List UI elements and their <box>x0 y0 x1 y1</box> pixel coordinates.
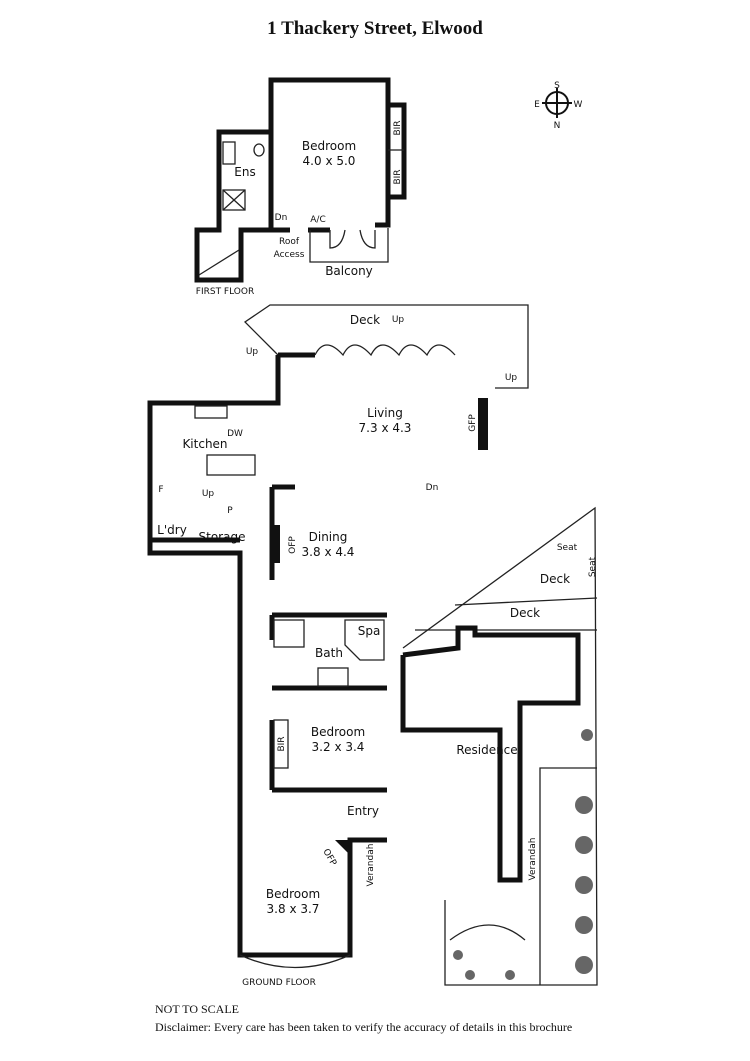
svg-text:S: S <box>554 81 560 91</box>
svg-text:GROUND FLOOR: GROUND FLOOR <box>242 978 316 988</box>
svg-text:P: P <box>227 506 233 516</box>
disclaimer: Disclaimer: Every care has been taken to… <box>155 1020 573 1034</box>
svg-text:Spa: Spa <box>358 624 381 638</box>
svg-text:Up: Up <box>392 315 405 325</box>
svg-text:3.2 x 3.4: 3.2 x 3.4 <box>312 740 365 754</box>
svg-text:Residence: Residence <box>456 743 517 757</box>
compass-icon: S N E W <box>534 81 582 131</box>
svg-text:BIR: BIR <box>393 120 403 135</box>
svg-text:Deck: Deck <box>350 313 380 327</box>
svg-text:L'dry: L'dry <box>157 523 187 537</box>
ground-floor: Deck Up Up Up Living 7.3 x 4.3 GFP Kitch… <box>147 304 529 988</box>
svg-text:3.8 x 3.7: 3.8 x 3.7 <box>267 902 320 916</box>
svg-text:Storage: Storage <box>199 530 246 544</box>
svg-text:Dining: Dining <box>309 530 348 544</box>
svg-text:Dn: Dn <box>426 483 439 493</box>
svg-text:3.8 x 4.4: 3.8 x 4.4 <box>302 545 355 559</box>
svg-text:Deck: Deck <box>510 606 540 620</box>
svg-text:OFP: OFP <box>320 847 338 868</box>
svg-text:Balcony: Balcony <box>325 264 373 278</box>
svg-text:E: E <box>534 100 540 110</box>
residence: Seat Seat Deck Deck Residence Verandah <box>400 506 598 986</box>
svg-text:Deck: Deck <box>540 572 570 586</box>
svg-text:BIR: BIR <box>277 736 287 751</box>
svg-text:GFP: GFP <box>468 414 478 432</box>
svg-text:OFP: OFP <box>288 536 298 554</box>
svg-text:Ens: Ens <box>234 165 255 179</box>
svg-text:BIR: BIR <box>393 169 403 184</box>
svg-text:Up: Up <box>202 489 215 499</box>
svg-text:Bedroom: Bedroom <box>302 139 356 153</box>
svg-text:DW: DW <box>227 429 243 439</box>
svg-text:Access: Access <box>274 250 305 260</box>
svg-text:W: W <box>574 100 583 110</box>
svg-text:Seat: Seat <box>557 543 578 553</box>
plan-title: 1 Thackery Street, Elwood <box>267 18 483 39</box>
svg-text:Bedroom: Bedroom <box>311 725 365 739</box>
svg-text:Bedroom: Bedroom <box>266 887 320 901</box>
svg-text:Living: Living <box>367 406 403 420</box>
svg-text:4.0 x 5.0: 4.0 x 5.0 <box>303 154 356 168</box>
svg-text:Entry: Entry <box>347 804 379 818</box>
svg-text:Dn: Dn <box>275 213 288 223</box>
svg-text:Bath: Bath <box>315 646 343 660</box>
svg-text:Roof: Roof <box>279 237 300 247</box>
svg-text:Kitchen: Kitchen <box>182 437 227 451</box>
svg-text:FIRST FLOOR: FIRST FLOOR <box>196 287 254 297</box>
svg-text:Verandah: Verandah <box>366 844 376 887</box>
first-floor: Bedroom 4.0 x 5.0 BIR BIR Ens Dn A/C Roo… <box>194 77 407 297</box>
svg-text:Up: Up <box>505 373 518 383</box>
svg-text:N: N <box>554 121 561 131</box>
svg-text:Seat: Seat <box>588 556 598 577</box>
svg-text:Up: Up <box>246 347 259 357</box>
svg-text:Verandah: Verandah <box>528 838 538 881</box>
not-to-scale-note: NOT TO SCALE <box>155 1002 240 1016</box>
svg-text:7.3 x 4.3: 7.3 x 4.3 <box>359 421 412 435</box>
svg-text:A/C: A/C <box>310 215 325 225</box>
svg-text:F: F <box>158 485 163 495</box>
